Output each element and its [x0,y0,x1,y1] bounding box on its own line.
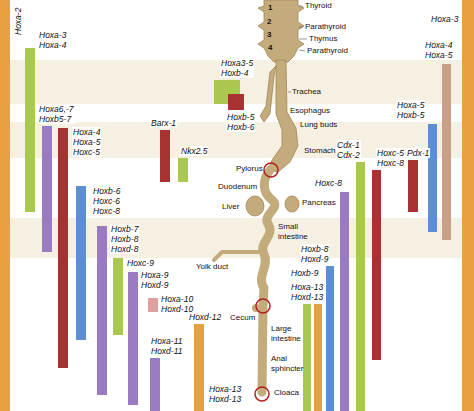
expression-bar [128,272,138,405]
gene-label: Nkx2.5 [180,146,208,156]
organ-label: Anal sphincter [271,354,303,374]
expression-bar [76,186,86,340]
expression-bar [194,324,204,411]
gene-label: Hoxa-11 Hoxd-11 [150,336,184,356]
organ-label: Small intestine [278,222,308,242]
organ-label: Trachea [292,87,321,97]
expression-bar [113,258,123,335]
leader-line [288,5,307,92]
expression-bar [356,162,365,411]
gene-label: Hoxa-5 Hoxb-5 [396,100,425,120]
expression-bar [178,158,188,182]
gene-label: Hoxa3-5 Hoxb-4 [220,58,254,78]
organ-label: Esophagus [290,106,330,116]
expression-bar [58,128,68,368]
expression-bar [0,0,10,411]
expression-bar [303,304,311,411]
gene-label: Hoxa-3 Hoxa-4 [38,30,67,50]
organ-label: Cloaca [274,388,299,398]
expression-bar [228,94,244,110]
pouch-number: 1 [268,3,272,13]
gene-label: Hoxa-13 Hoxd-13 [208,384,242,404]
organ-label: Pylorus [236,164,263,174]
gene-label: Hoxb-7 Hoxb-8 Hoxd-8 [110,224,139,254]
expression-bar [408,160,418,212]
gene-label: Hoxa6,-7 Hoxb5-7 [38,104,75,124]
expression-bar [462,0,474,411]
expression-bar [97,226,107,395]
gene-label: Cdx-1 Cdx-2 [336,140,361,160]
gene-label: Hoxb-6 Hoxc-6 Hoxc-8 [92,186,121,216]
organ-label: Yolk duct [196,262,228,272]
gene-label: Barx-1 [150,118,177,128]
gene-label: Hoxa-2 [13,7,23,36]
pouch-number: 4 [268,43,272,53]
organ-label: Duodenum [218,182,257,192]
expression-bar [326,266,334,411]
expression-bar [340,192,349,411]
gene-label: Hoxa-9 Hoxd-9 [140,270,169,290]
organ-label: Stomach [304,146,336,156]
expression-bar [314,304,322,411]
gene-label: Hoxa-13 Hoxd-13 [290,282,324,302]
organ-label: Thymus [309,34,337,44]
gene-label: Hoxa-4 Hoxa-5 Hoxc-5 [72,127,101,157]
gene-label: Hoxa-3 [430,14,459,24]
pouch-number: 2 [267,17,271,27]
expression-bar [428,124,437,232]
expression-bar [150,358,160,411]
intestine [214,170,275,392]
gene-label: Hoxa-10 Hoxd-10 [160,294,194,314]
expression-bar [442,64,451,240]
gene-label: Hoxb-8 Hoxd-9 [300,244,329,264]
gene-label: Hoxc-9 [126,258,155,268]
gene-label: Hoxb-9 [290,268,319,278]
expression-bar [372,170,381,360]
expression-bar [160,130,170,182]
organ-label: Liver [222,202,239,212]
gene-label: Hoxa-4 Hoxa-5 [424,40,453,60]
organ-label: Pancreas [302,198,336,208]
pouch-number: 3 [267,30,271,40]
organ-label: Parathyroid [307,46,348,56]
gene-label: Hoxc-5 Hoxc-8 [376,148,405,168]
expression-bar [42,126,52,252]
gene-label: Pdx-1 [406,148,430,158]
organ-label: Parathyroid [305,22,346,32]
gene-label: Hoxd-12 [188,312,222,322]
expression-bar [148,298,158,312]
band [0,122,474,158]
organ-label: Thyroid [305,1,332,11]
organ-label: Lung buds [300,120,337,130]
organ-label: Large intestine [271,324,301,344]
gene-label: Hoxc-8 [314,178,343,188]
gene-label: Hoxb-5 Hoxb-6 [226,112,255,132]
organ-label: Cecum [230,313,255,323]
expression-bar [25,48,35,212]
